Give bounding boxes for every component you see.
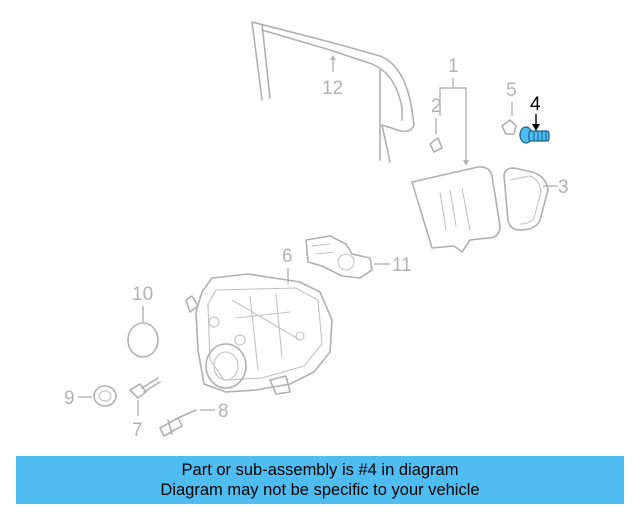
callout-8: 8 xyxy=(218,401,229,422)
part-11-motor: 11 xyxy=(305,235,412,279)
parts-diagram: 12 1 2 3 5 4 xyxy=(64,21,569,441)
part-6-regulator-panel: 6 xyxy=(185,246,333,395)
callout-3: 3 xyxy=(558,177,569,198)
part-5-clip: 5 xyxy=(501,80,517,135)
callout-12: 12 xyxy=(322,78,343,99)
part-2-fastener: 2 xyxy=(429,96,443,153)
banner-line-2: Diagram may not be specific to your vehi… xyxy=(160,481,480,499)
callout-5: 5 xyxy=(506,80,517,101)
callout-10: 10 xyxy=(132,284,153,305)
callout-6: 6 xyxy=(282,246,293,267)
part-4-bolt: 4 xyxy=(519,94,550,144)
part-8-pin: 8 xyxy=(159,401,229,437)
part-1-glass: 1 xyxy=(411,56,501,253)
callout-4: 4 xyxy=(530,94,541,115)
callout-11: 11 xyxy=(392,255,412,276)
callout-9: 9 xyxy=(64,388,75,409)
part-10-cover: 10 xyxy=(127,284,159,358)
callout-2: 2 xyxy=(431,96,442,117)
part-3-quarter-glass: 3 xyxy=(503,167,569,231)
part-7-screw: 7 xyxy=(129,377,161,441)
banner-line-1: Part or sub-assembly is #4 in diagram xyxy=(181,461,459,479)
part-9-grommet: 9 xyxy=(64,385,117,409)
callout-1: 1 xyxy=(448,56,459,77)
info-banner: Part or sub-assembly is #4 in diagram Di… xyxy=(16,456,624,504)
part-12-window-channel: 12 xyxy=(251,21,415,163)
callout-7: 7 xyxy=(132,420,143,441)
